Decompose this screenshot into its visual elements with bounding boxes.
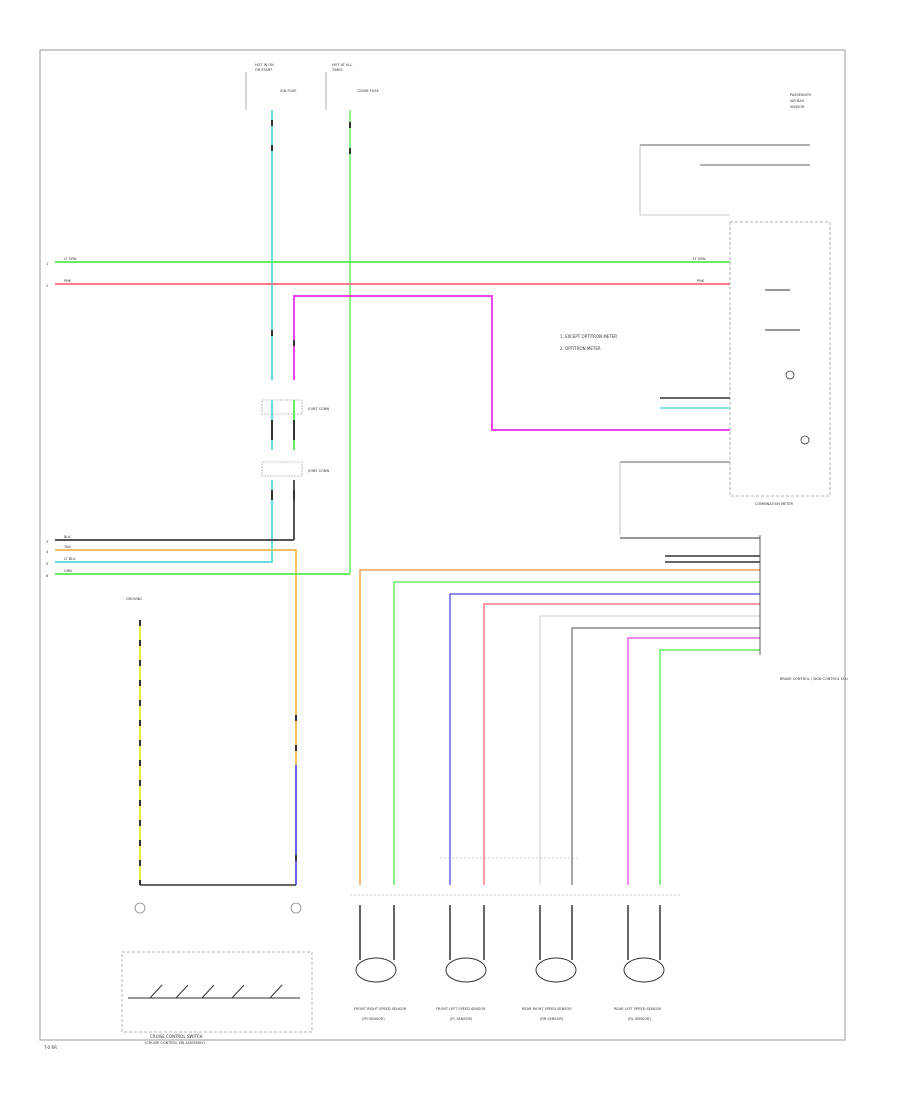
svg-text:OR START: OR START [255,68,273,72]
svg-text:TIMES: TIMES [331,68,343,72]
figure-code: T-0 RR [43,1045,57,1050]
svg-text:BRAKE CONTROL / SKID CONTROL E: BRAKE CONTROL / SKID CONTROL ECU [780,677,848,681]
sensor-rear-right: REAR RIGHT SPEED SENSOR (RR SENSOR) [522,957,577,1021]
wire-sensor-orange [359,569,760,885]
svg-text:(FR SENSOR): (FR SENSOR) [362,1017,385,1021]
wire-sensor-violet [627,637,760,885]
dome-fuse-block: HOT AT ALL TIMES DOME FUSE [325,63,379,110]
svg-text:SENSOR: SENSOR [790,105,805,109]
wire-sensor-red [483,603,760,885]
svg-text:PNK: PNK [64,279,72,283]
svg-text:PASSENGER: PASSENGER [790,93,811,97]
svg-text:HOT AT ALL: HOT AT ALL [332,63,352,67]
legend-1: 1. EXCEPT OPTITRON METER [560,334,617,339]
bus-wire-lt-blue [55,556,273,563]
svg-text:LT GRN: LT GRN [693,257,706,261]
svg-text:1: 1 [46,262,48,266]
cruise-control-switch: CRUISE CONTROL SWITCH (CRUISE CONTROL SW… [121,951,313,1045]
svg-text:PNK: PNK [697,279,705,283]
svg-text:DOME FUSE: DOME FUSE [358,89,379,93]
svg-text:CRUISE CONTROL SWITCH: CRUISE CONTROL SWITCH [150,1034,203,1039]
ign-fuse-block: HOT IN ON OR START IGN FUSE [245,63,296,110]
legend-2: 2. OPTITRON METER [560,346,601,351]
svg-text:REAR LEFT SPEED SENSOR: REAR LEFT SPEED SENSOR [614,1007,662,1011]
wire-sensor-green [393,581,760,885]
sensor-front-left: FRONT LEFT SPEED SENSOR (FL SENSOR) [436,957,487,1021]
svg-text:IGN FUSE: IGN FUSE [280,89,296,93]
diagram-frame [39,49,846,1041]
svg-text:JOINT CONN: JOINT CONN [307,469,330,473]
svg-text:5: 5 [46,562,48,566]
sensor-front-right: FRONT RIGHT SPEED SENSOR (FR SENSOR) [354,957,407,1021]
svg-text:3: 3 [46,540,48,544]
svg-text:FRONT RIGHT SPEED SENSOR: FRONT RIGHT SPEED SENSOR [354,1007,407,1011]
svg-text:REAR RIGHT SPEED SENSOR: REAR RIGHT SPEED SENSOR [522,1007,572,1011]
wire-sensor-gray [571,627,760,885]
svg-text:GROUND: GROUND [126,597,142,601]
wire-sensor-blue [449,593,760,885]
svg-text:(RL SENSOR): (RL SENSOR) [628,1017,651,1021]
svg-text:GRN: GRN [64,569,72,573]
svg-text:2: 2 [46,284,48,288]
svg-text:(FL SENSOR): (FL SENSOR) [450,1017,473,1021]
combination-meter: COMBINATION METER [729,221,831,506]
svg-text:AIR BAG: AIR BAG [790,99,805,103]
svg-text:(CRUISE CONTROL SW ASSEMBLY): (CRUISE CONTROL SW ASSEMBLY) [145,1041,205,1045]
svg-text:HOT IN ON: HOT IN ON [255,63,274,67]
svg-text:TAN: TAN [63,545,71,549]
brake-ecu: BRAKE CONTROL / SKID CONTROL ECU [780,677,848,681]
joint-connector-1: JOINT CONN [261,399,330,415]
svg-text:(RR SENSOR): (RR SENSOR) [540,1017,564,1021]
wire-sensor-white [539,615,760,885]
joint-connector-2: JOINT CONN [261,461,330,477]
svg-text:LT BLU: LT BLU [64,557,76,561]
svg-text:BLK: BLK [64,535,71,539]
svg-text:LT GRN: LT GRN [64,257,77,261]
wire-magenta-loop [293,295,730,431]
bus-wire-tan [55,549,297,885]
sensor-rear-left: REAR LEFT SPEED SENSOR (RL SENSOR) [614,957,665,1021]
svg-text:6: 6 [46,574,48,578]
svg-text:4: 4 [46,550,49,554]
svg-text:FRONT LEFT SPEED SENSOR: FRONT LEFT SPEED SENSOR [436,1007,486,1011]
svg-text:JOINT CONN: JOINT CONN [307,407,330,411]
passenger-airbag-sensor: PASSENGER AIR BAG SENSOR [639,93,811,216]
svg-text:COMBINATION METER: COMBINATION METER [755,502,794,506]
wire-sensor-lt-green [659,649,760,885]
